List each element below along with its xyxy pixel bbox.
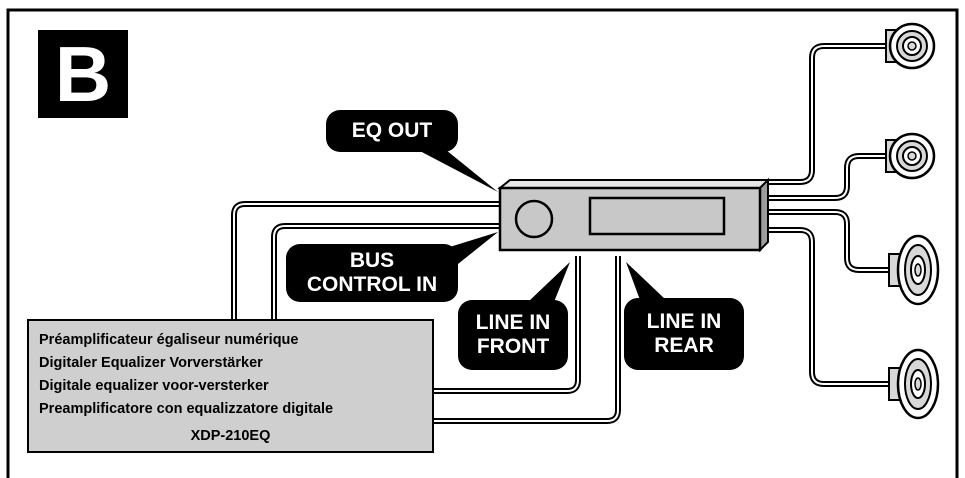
info-line-dutch: Digitale equalizer voor-versterker	[39, 378, 269, 394]
wire-speaker-3	[757, 209, 896, 273]
line-in-front-line-2: FRONT	[476, 335, 550, 358]
speaker-2	[885, 132, 936, 180]
knob-icon	[514, 199, 554, 239]
wire-speaker-1	[757, 43, 893, 185]
oval-speaker-icon	[888, 348, 940, 420]
front-pointer	[528, 262, 570, 302]
eq-out-pointer	[418, 150, 498, 192]
display-window-icon	[588, 196, 726, 236]
eq-out-label: EQ OUT	[326, 110, 458, 152]
bus-control-in-label: BUS CONTROL IN	[286, 244, 458, 302]
tweeter-icon	[885, 132, 936, 180]
amplifier-info-box: Préamplificateur égaliseur numérique Dig…	[27, 319, 434, 453]
line-in-rear-line-1: LINE IN	[646, 310, 722, 333]
line-in-rear-label: LINE IN REAR	[624, 298, 744, 370]
panel-letter: B	[38, 30, 128, 118]
model-number: XDP-210EQ	[190, 428, 271, 444]
info-line-italian: Preamplificatore con equalizzatore digit…	[39, 401, 334, 417]
rear-pointer	[626, 262, 666, 300]
info-line-german: Digitaler Equalizer Vorverstärker	[39, 355, 263, 371]
tweeter-icon	[885, 22, 936, 70]
bus-control-in-line-1: BUS	[349, 249, 395, 272]
speaker-3	[888, 234, 940, 306]
bus-control-in-line-2: CONTROL IN	[306, 273, 438, 296]
line-in-front-line-1: LINE IN	[475, 311, 551, 334]
oval-speaker-icon	[888, 234, 940, 306]
wire-speaker-4	[757, 227, 896, 387]
eq-out-label-line: EQ OUT	[351, 119, 433, 142]
eq-device	[497, 177, 771, 253]
speaker-wires	[757, 43, 896, 387]
wire-speaker-2	[757, 153, 893, 201]
line-in-front-label: LINE IN FRONT	[458, 300, 568, 370]
speaker-4	[888, 348, 940, 420]
info-line-french: Préamplificateur égaliseur numérique	[39, 332, 299, 348]
speaker-1	[885, 22, 936, 70]
line-in-rear-line-2: REAR	[654, 334, 714, 357]
